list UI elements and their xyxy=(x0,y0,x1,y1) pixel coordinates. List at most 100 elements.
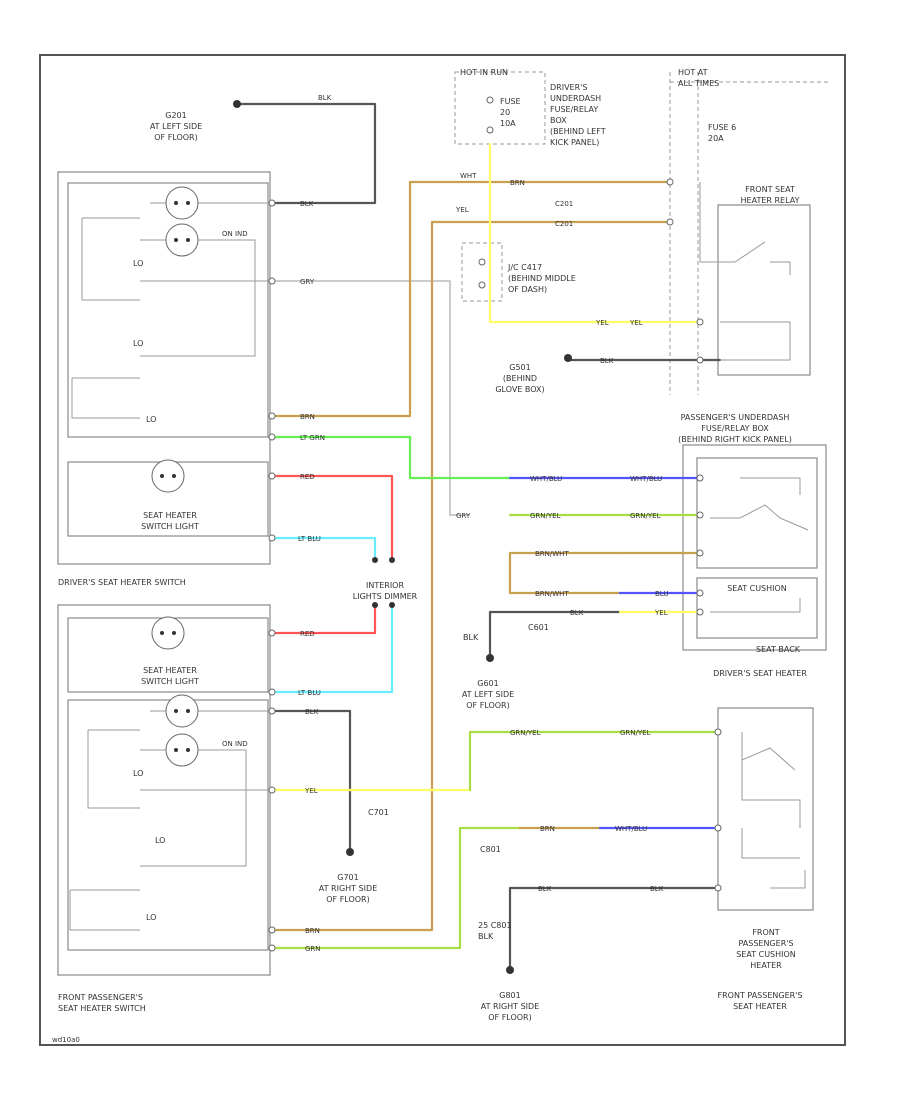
label-line: FUSE/RELAY BOX xyxy=(701,424,769,433)
ground-icon xyxy=(346,848,354,856)
label-line: UNDERDASH xyxy=(550,94,601,103)
wire-label: GRN/YEL xyxy=(530,512,561,520)
ground-icon xyxy=(506,966,514,974)
lamp-icon xyxy=(165,694,199,728)
wire-label: BLK xyxy=(538,885,552,893)
label-line: OF FLOOR) xyxy=(466,701,510,710)
label-line: OF FLOOR) xyxy=(326,895,370,904)
drivers-switch-inner xyxy=(67,182,269,438)
label-line: FRONT PASSENGER'S xyxy=(718,991,803,1000)
wire-label: BLK xyxy=(570,609,584,617)
label-line: C801 xyxy=(480,845,501,854)
label-line: 20 xyxy=(500,108,510,117)
label-line: LO xyxy=(133,769,143,778)
passengers-internal-1 xyxy=(87,730,140,809)
wire-label: GRN/YEL xyxy=(510,729,541,737)
pass-fuse-switch xyxy=(710,504,809,531)
hot-in-run-label: HOT IN RUN xyxy=(460,68,508,77)
connector-icon xyxy=(268,96,722,952)
label-line: G601 xyxy=(477,679,498,688)
label-line: LIGHTS DIMMER xyxy=(353,592,418,601)
label-line: AT RIGHT SIDE xyxy=(319,884,378,893)
on-ind-1-label: ON IND xyxy=(222,230,248,238)
label-line: DRIVER'S SEAT HEATER SWITCH xyxy=(58,578,186,587)
wire-label: GRN/YEL xyxy=(630,512,661,520)
label-line: SEAT CUSHION xyxy=(736,950,796,959)
label-line: SWITCH LIGHT xyxy=(141,677,199,686)
seat-cushion-label: SEAT CUSHION xyxy=(727,584,787,593)
wire-label: GRY xyxy=(456,512,471,520)
lamp-icon xyxy=(165,733,199,767)
wire-ltblu-1 xyxy=(270,536,377,562)
drivers-seat-cushion-box xyxy=(696,577,818,639)
lo-4-label: LO xyxy=(133,769,143,778)
c601-label: C601 xyxy=(528,623,549,632)
jc-c417-box xyxy=(461,242,503,302)
wire-label: YEL xyxy=(304,787,318,795)
wire-label: LT BLU xyxy=(298,535,321,543)
drivers-internal-3 xyxy=(71,378,140,419)
wire-blk-c601 xyxy=(488,610,622,658)
pass-heater-switch xyxy=(741,732,796,771)
drivers-internal-2 xyxy=(140,239,256,357)
label-line: FRONT xyxy=(752,928,779,937)
lo-2-label: LO xyxy=(133,339,143,348)
passengers-internal-2 xyxy=(140,749,247,867)
pass-heater-line xyxy=(741,760,801,828)
wire-label: BRN xyxy=(510,179,525,187)
wire-label: WHT xyxy=(460,172,477,180)
passenger-fuse-inner xyxy=(696,457,818,569)
seat-heater-switch-light-2-label: SEAT HEATER SWITCH LIGHT xyxy=(141,666,199,686)
wire-brn-1 xyxy=(270,180,672,418)
front-seat-relay-box xyxy=(717,204,811,376)
wire-label: WHT/BLU xyxy=(615,825,647,833)
label-line: SEAT HEATER xyxy=(143,666,197,675)
label-line: BOX xyxy=(550,116,567,125)
wire-red-2 xyxy=(270,603,377,635)
drivers-internal-1 xyxy=(81,218,140,301)
label-line: HOT IN RUN xyxy=(460,68,508,77)
footer-code: wd10a0 xyxy=(52,1036,80,1044)
wire-label: BRN xyxy=(300,413,315,421)
wire-label: YEL xyxy=(654,609,668,617)
relay-coil xyxy=(720,321,791,361)
wire-label: BLK xyxy=(650,885,664,893)
label-line: 20A xyxy=(708,134,724,143)
dimmer-terminal-icon xyxy=(372,557,395,608)
label-line: KICK PANEL) xyxy=(550,138,599,147)
lo-5-label: LO xyxy=(155,836,165,845)
wire-label: BRN xyxy=(305,927,320,935)
drivers-fuse-box xyxy=(454,71,546,145)
wire-yel-main xyxy=(270,220,434,932)
wire-label: GRN/YEL xyxy=(620,729,651,737)
wire-gry-1 xyxy=(272,280,470,516)
label-line: J/C C417 xyxy=(507,263,542,272)
lo-1-label: LO xyxy=(133,259,143,268)
wire-label: LT GRN xyxy=(300,434,325,442)
wire-blk-pass xyxy=(270,709,352,852)
label-line: C701 xyxy=(368,808,389,817)
on-ind-2-label: ON IND xyxy=(222,740,248,748)
drivers-switch-box xyxy=(57,171,271,565)
wire-label: BLK xyxy=(300,200,314,208)
wire-label: YEL xyxy=(629,319,643,327)
label-line: FUSE xyxy=(500,97,521,106)
lamp-icon xyxy=(165,186,199,220)
label-line: G201 xyxy=(165,111,186,120)
wire-label: BLK xyxy=(600,357,614,365)
label-line: FUSE/RELAY xyxy=(550,105,598,114)
label-line: OF DASH) xyxy=(508,285,547,294)
label-line: INTERIOR xyxy=(366,581,405,590)
label-line: 10A xyxy=(500,119,516,128)
